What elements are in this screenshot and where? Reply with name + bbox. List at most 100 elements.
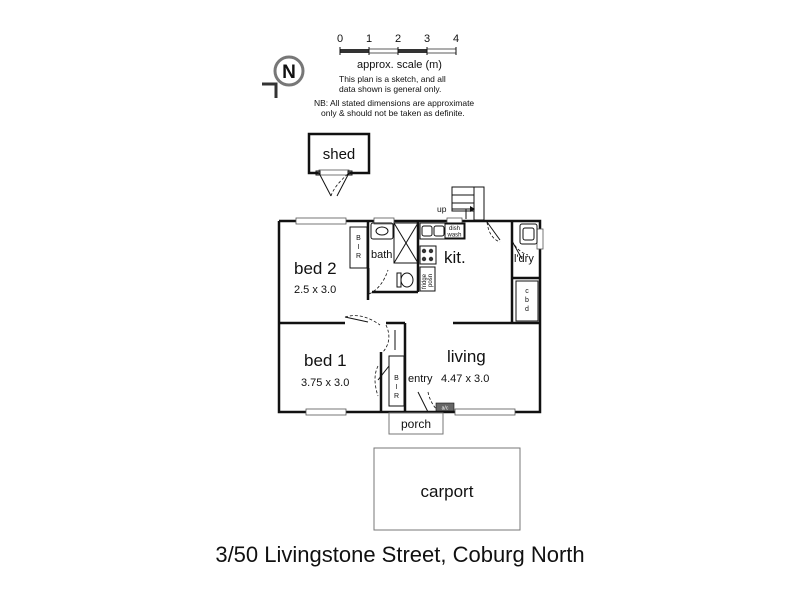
room-label-entry: entry <box>408 373 433 385</box>
room-label-bed2: bed 2 <box>294 259 337 278</box>
scale-segment <box>398 49 427 53</box>
shed-jamb <box>315 170 321 176</box>
compass-ring <box>273 55 305 87</box>
fridge-box <box>419 266 436 292</box>
sink-icon <box>421 225 433 237</box>
bathroom-fixtures: bath <box>370 222 419 288</box>
plan-notes: This plan is a sketch, and all data show… <box>314 74 474 118</box>
compass: N <box>262 55 305 98</box>
door-bed2-hall <box>344 316 369 323</box>
scale-tick-label: 2 <box>395 33 401 45</box>
stove-burner-icon <box>421 248 427 254</box>
stair-tread <box>451 194 475 204</box>
dishwasher-box <box>444 223 465 239</box>
door-swing <box>382 324 390 353</box>
room-label-carport: carport <box>421 482 474 501</box>
scale-tick-label: 1 <box>366 33 372 45</box>
stove <box>419 245 437 265</box>
fridge-label: fridge <box>422 273 428 289</box>
stove-burner-icon <box>421 256 427 262</box>
scale-tick-label: 3 <box>424 33 430 45</box>
porch: porch <box>388 412 444 435</box>
toilet-bowl-icon <box>400 272 414 288</box>
room-label-kitchen: kit. <box>444 248 466 267</box>
kitchen-fixtures: dish wash fridge posn kit. <box>419 222 466 292</box>
cbd-box <box>515 280 539 322</box>
door-kitchen <box>486 221 501 241</box>
stove-burner-icon <box>428 256 434 262</box>
bir-letter: R <box>394 393 399 400</box>
door-swing <box>427 391 438 411</box>
room-dims-living: 4.47 x 3.0 <box>441 373 489 385</box>
shed-jamb <box>347 170 353 176</box>
room-label-bath: bath <box>371 249 392 261</box>
stair-tread <box>473 186 485 221</box>
shower <box>393 222 419 264</box>
scale-bar: 0 1 2 3 4 approx. scale (m) <box>337 33 459 71</box>
bir-letter: B <box>356 235 361 242</box>
cbd-letter: c <box>525 288 529 295</box>
window <box>454 408 516 416</box>
window <box>295 217 347 225</box>
ac-unit: a/c <box>435 402 455 412</box>
scale-tick-label: 4 <box>453 33 459 45</box>
door-swing <box>486 221 501 243</box>
property-address: 3/50 Livingstone Street, Coburg North <box>215 542 584 567</box>
shed-door-gap <box>318 169 350 176</box>
bir-letter: I <box>396 384 398 391</box>
scale-label: approx. scale (m) <box>357 59 442 71</box>
scale-segment <box>340 49 369 53</box>
fridge-label: posn <box>428 274 434 287</box>
room-label-porch: porch <box>401 417 431 431</box>
compass-letter: N <box>282 62 296 83</box>
door-entry <box>417 391 429 413</box>
bir-top-box <box>349 226 368 269</box>
room-dims-bed2: 2.5 x 3.0 <box>294 284 336 296</box>
window <box>373 217 395 225</box>
door-swing <box>511 240 529 256</box>
ac-label: a/c <box>442 406 449 412</box>
north-arrow-icon <box>262 82 278 98</box>
door-swing <box>368 269 389 295</box>
note-line: data shown is general only. <box>339 84 441 94</box>
ac-box <box>435 402 455 412</box>
bir-letter: R <box>356 253 361 260</box>
door-swing <box>374 365 379 397</box>
shower-cross <box>393 222 419 264</box>
room-dims-bed1: 3.75 x 3.0 <box>301 377 349 389</box>
room-label-shed: shed <box>323 146 356 163</box>
bir-letter: B <box>394 375 399 382</box>
stove-burner-icon <box>428 248 434 254</box>
bir-labels: B I R B I R <box>356 235 399 400</box>
note-line: NB: All stated dimensions are approximat… <box>314 98 474 108</box>
shed: shed <box>307 132 371 197</box>
basin <box>370 222 394 240</box>
dishwasher-label: wash <box>446 233 461 239</box>
bir-letter: I <box>358 244 360 251</box>
scale-segment <box>368 48 399 54</box>
window <box>305 408 347 416</box>
door-swing <box>344 315 381 326</box>
sink-icon <box>433 225 445 237</box>
dishwasher-label: dish <box>449 226 460 232</box>
stairs: up <box>437 186 485 221</box>
carport-outline <box>373 447 521 531</box>
carport: carport <box>373 447 521 531</box>
room-label-laundry: l'dry <box>514 253 534 265</box>
room-label-living: living <box>447 347 486 366</box>
note-line: This plan is a sketch, and all <box>339 74 446 84</box>
note-line: only & should not be taken as definite. <box>321 108 465 118</box>
shed-door <box>318 172 332 197</box>
bench <box>419 222 466 240</box>
scale-segment <box>426 48 457 54</box>
windows <box>295 217 544 416</box>
doors <box>344 221 529 413</box>
bir-bottom-box <box>388 355 405 407</box>
cbd-letter: d <box>525 306 529 313</box>
basin-bowl-icon <box>375 226 389 236</box>
porch-outline <box>388 412 444 435</box>
scale-tick-label: 0 <box>337 33 343 45</box>
window <box>536 228 544 250</box>
room-labels: bed 2 2.5 x 3.0 bed 1 3.75 x 3.0 living … <box>294 259 489 389</box>
door-laundry <box>511 240 523 260</box>
